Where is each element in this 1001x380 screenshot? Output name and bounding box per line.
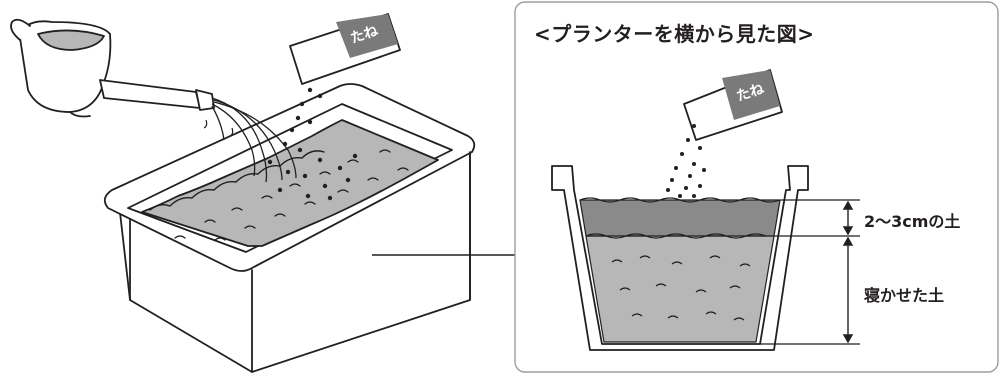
seed-packet-icon (290, 14, 400, 84)
base-soil-label: 寝かせた土 (864, 282, 944, 306)
planter-icon (105, 84, 474, 372)
top-soil-label: 2〜3cmの土 (864, 208, 960, 232)
watering-can-icon (11, 20, 214, 117)
panel-title: <プランターを横から見た図> (534, 18, 815, 47)
